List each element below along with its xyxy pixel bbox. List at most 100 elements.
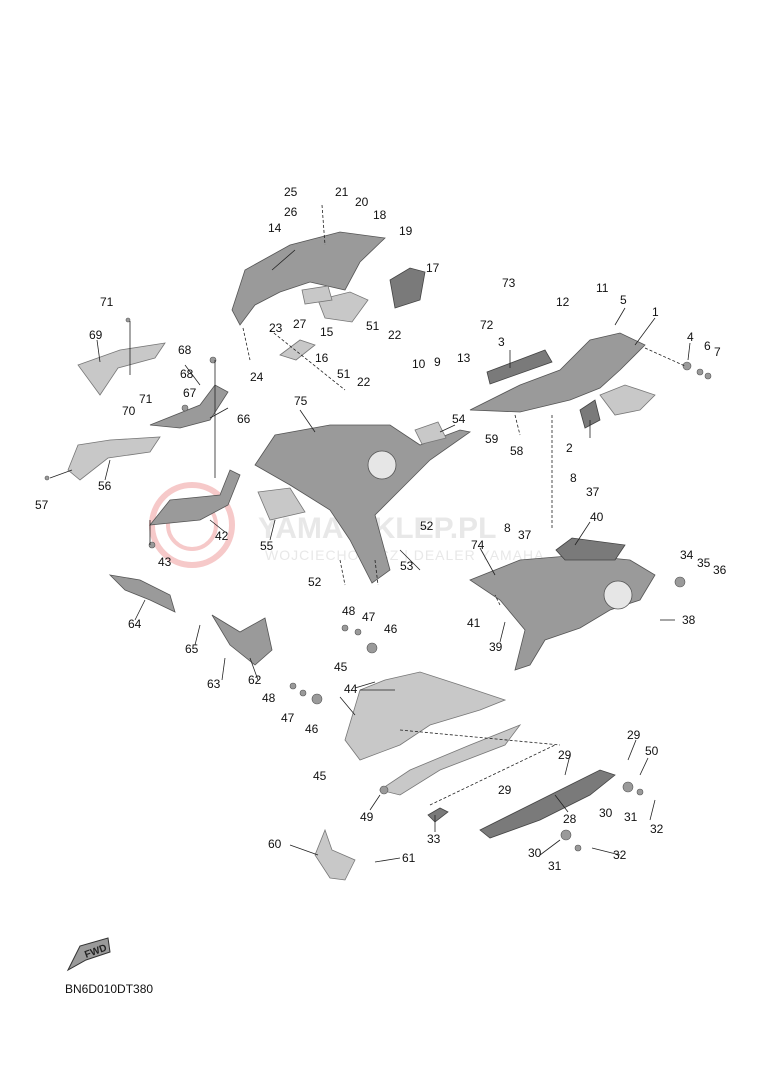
callout-label: 65	[185, 642, 199, 656]
callout-label: 29	[558, 748, 572, 762]
callouts: 1 2 3 4 5 6 7 8 8 9 10 11 12 13 14 15 16…	[35, 185, 727, 873]
callout-label: 12	[556, 295, 570, 309]
callout-label: 71	[139, 392, 153, 406]
callout-label: 71	[100, 295, 114, 309]
callout-label: 13	[457, 351, 471, 365]
callout-label: 64	[128, 617, 142, 631]
callout-label: 29	[627, 728, 641, 742]
callout-label: 4	[687, 330, 694, 344]
callout-label: 8	[570, 471, 577, 485]
part-1	[469, 332, 646, 413]
callout-label: 11	[596, 281, 609, 295]
callout-label: 36	[713, 563, 727, 577]
callout-label: 25	[284, 185, 298, 199]
part-62	[211, 614, 273, 666]
callout-label: 9	[434, 355, 441, 369]
callout-label: 16	[315, 351, 329, 365]
callout-label: 55	[260, 539, 274, 553]
callout-label: 46	[384, 622, 398, 636]
part-side-panel-small	[301, 285, 333, 305]
part-75	[254, 424, 471, 584]
callout-label: 28	[563, 812, 577, 826]
callout-label: 7	[714, 345, 721, 359]
callout-label: 48	[342, 604, 356, 618]
part-28	[479, 769, 616, 839]
callout-label: 2	[566, 441, 573, 455]
callout-label: 63	[207, 677, 221, 691]
callout-label: 70	[122, 404, 136, 418]
callout-label: 24	[250, 370, 264, 384]
callout-label: 58	[510, 444, 524, 458]
callout-label: 60	[268, 837, 282, 851]
callout-label: 68	[180, 367, 194, 381]
part-49	[379, 724, 522, 796]
callout-label: 14	[268, 221, 282, 235]
callout-label: 69	[89, 328, 103, 342]
part-60	[314, 828, 356, 881]
part-56	[67, 436, 161, 481]
callout-label: 21	[335, 185, 349, 199]
callout-label: 27	[293, 317, 307, 331]
callout-label: 73	[502, 276, 516, 290]
callout-label: 5	[620, 293, 627, 307]
callout-label: 52	[420, 519, 434, 533]
callout-label: 17	[426, 261, 440, 275]
part-75-opening	[367, 450, 397, 480]
part-44	[344, 671, 507, 761]
callout-label: 23	[269, 321, 283, 335]
callout-label: 50	[645, 744, 659, 758]
part-40	[555, 537, 626, 561]
callout-label: 34	[680, 548, 694, 562]
callout-label: 39	[489, 640, 503, 654]
callout-label: 46	[305, 722, 319, 736]
diagram-code: BN6D010DT380	[65, 982, 154, 996]
leader-lines	[49, 204, 691, 863]
callout-label: 49	[360, 810, 374, 824]
callout-label: 54	[452, 412, 466, 426]
callout-label: 48	[262, 691, 276, 705]
part-69	[77, 342, 166, 396]
callout-label: 40	[590, 510, 604, 524]
callout-label: 22	[357, 375, 371, 389]
callout-label: 19	[399, 224, 413, 238]
callout-label: 37	[518, 528, 532, 542]
callout-label: 51	[337, 367, 351, 381]
part-64	[108, 574, 176, 613]
callout-label: 30	[599, 806, 613, 820]
callout-label: 47	[281, 711, 295, 725]
callout-label: 41	[467, 616, 481, 630]
callout-label: 38	[682, 613, 696, 627]
callout-label: 15	[320, 325, 334, 339]
callout-label: 3	[498, 335, 505, 349]
callout-label: 67	[183, 386, 197, 400]
callout-label: 51	[366, 319, 380, 333]
part-17	[389, 267, 426, 309]
fasteners	[44, 317, 712, 852]
part-55	[257, 487, 306, 521]
callout-label: 59	[485, 432, 499, 446]
callout-label: 22	[388, 328, 402, 342]
fwd-arrow-icon: FWD	[66, 937, 111, 972]
callout-label: 53	[400, 559, 414, 573]
callout-label: 45	[334, 660, 348, 674]
callout-label: 18	[373, 208, 387, 222]
part-3	[486, 349, 553, 385]
part-side-panel-lower	[599, 384, 656, 416]
callout-label: 20	[355, 195, 369, 209]
part-33	[427, 807, 449, 823]
callout-label: 31	[624, 810, 638, 824]
callout-label: 35	[697, 556, 711, 570]
callout-label: 42	[215, 529, 229, 543]
callout-label: 66	[237, 412, 251, 426]
callout-label: 44	[344, 682, 358, 696]
part-upper-cowl	[231, 231, 386, 326]
part-54	[414, 421, 447, 445]
part-2	[579, 399, 601, 429]
callout-label: 32	[613, 848, 627, 862]
callout-label: 10	[412, 357, 426, 371]
callout-label: 62	[248, 673, 262, 687]
callout-label: 75	[294, 394, 308, 408]
callout-label: 33	[427, 832, 441, 846]
callout-label: 26	[284, 205, 298, 219]
